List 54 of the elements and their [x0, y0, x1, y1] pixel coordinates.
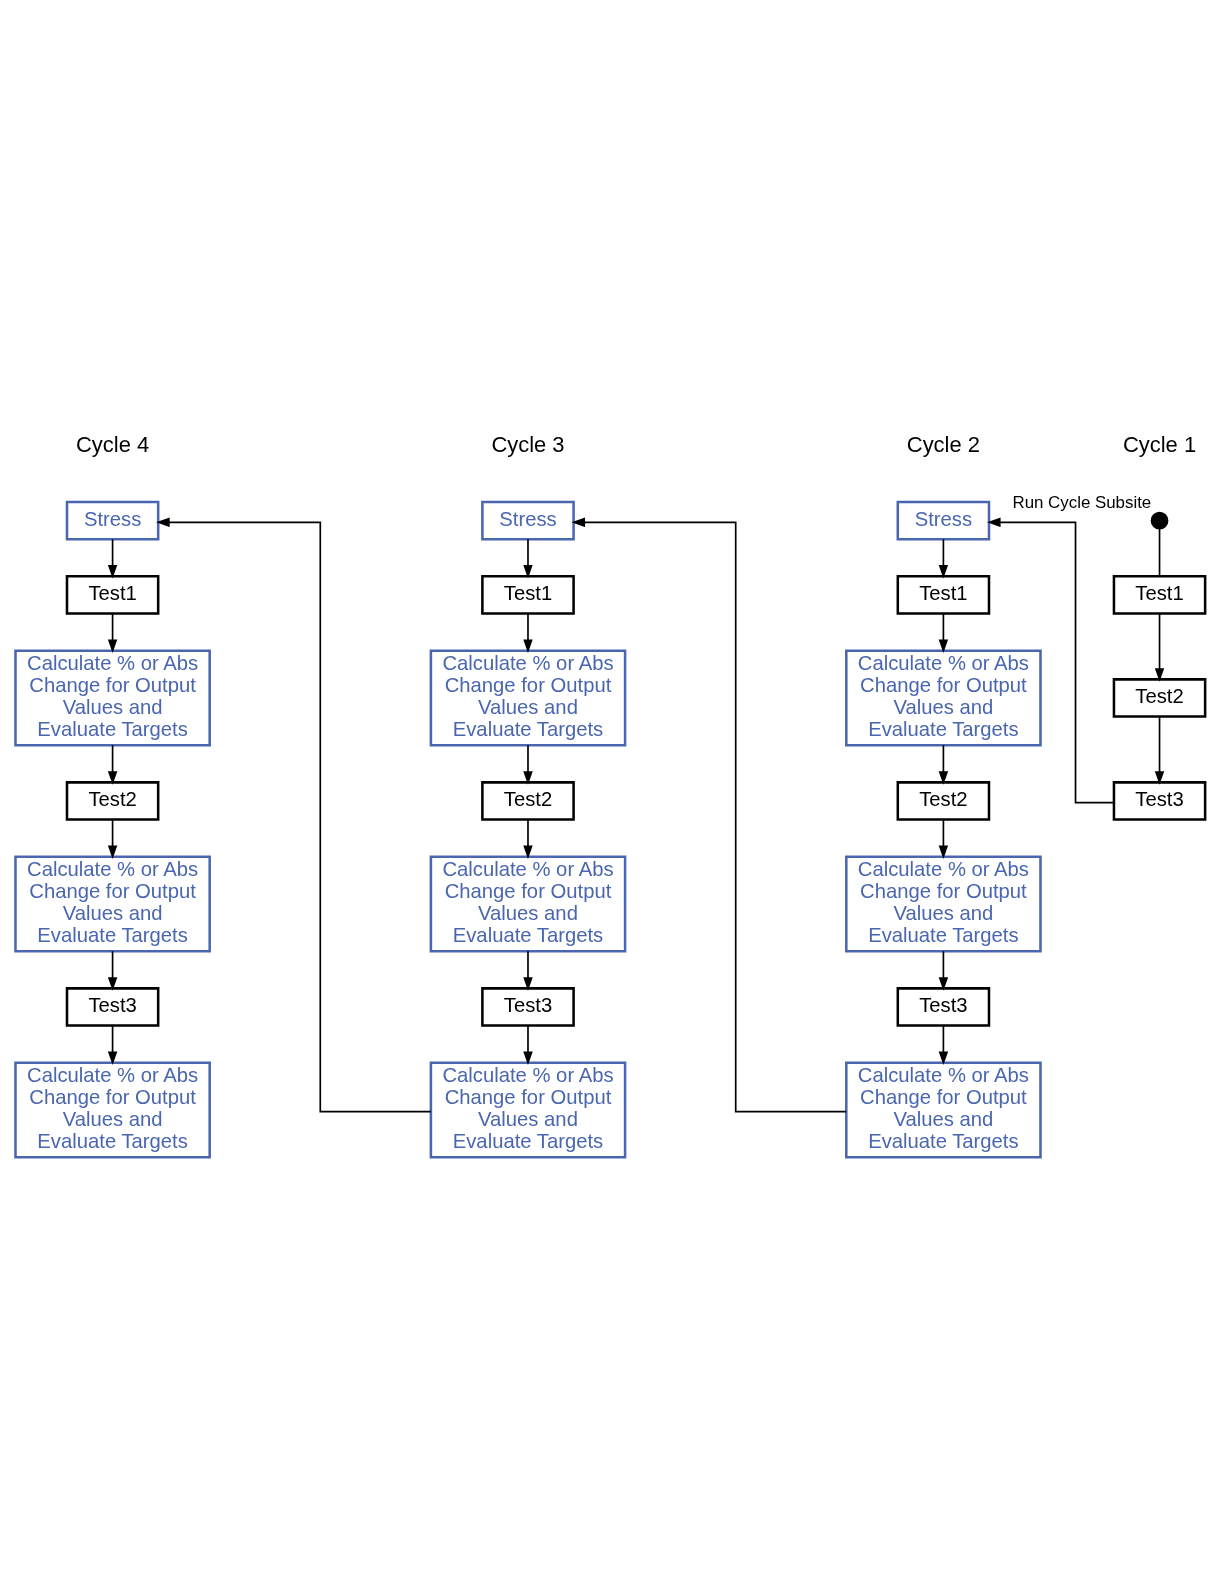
- arrow: [107, 949, 118, 991]
- arrow: [156, 517, 432, 1112]
- node-box: Calculate % or Abs Change for Output Values and Evaluate Targets: [14, 854, 211, 952]
- arrow: [523, 743, 533, 785]
- node-box: Stress: [65, 500, 160, 540]
- arrow: [523, 538, 533, 578]
- node-box: Test1: [1112, 574, 1207, 615]
- arrow: [523, 949, 533, 991]
- arrow: [107, 743, 118, 785]
- arrow: [938, 949, 949, 991]
- arrow: [1154, 612, 1165, 682]
- node-box: Test3: [1112, 780, 1207, 821]
- node-box: Test1: [65, 574, 160, 615]
- arrow: [1154, 715, 1165, 785]
- node-box: Stress: [481, 500, 575, 540]
- node-box: Test3: [65, 986, 160, 1027]
- label: Cycle 1: [1122, 431, 1197, 457]
- node-box: Calculate % or Abs Change for Output Values and Evaluate Targets: [14, 1060, 211, 1158]
- arrow: [523, 612, 533, 653]
- node-box: Stress: [896, 500, 991, 540]
- node-label: Run Cycle Subsite: [1012, 492, 1152, 512]
- arrow: [523, 1024, 533, 1065]
- node-box: Test2: [1112, 677, 1207, 718]
- arrow: [938, 1024, 949, 1065]
- label: Cycle 3: [491, 431, 565, 457]
- arrow: [938, 743, 949, 785]
- node-box: Calculate % or Abs Change for Output Values and Evaluate Targets: [845, 648, 1042, 746]
- label: Cycle 4: [76, 431, 150, 457]
- arrow: [571, 517, 848, 1112]
- node-box: Test2: [65, 780, 160, 821]
- node-box: Calculate % or Abs Change for Output Values and Evaluate Targets: [845, 854, 1042, 952]
- node-box: Calculate % or Abs Change for Output Values and Evaluate Targets: [845, 1060, 1042, 1158]
- node-circle: [1150, 511, 1169, 529]
- arrow: [107, 818, 118, 859]
- node-box: Calculate % or Abs Change for Output Values and Evaluate Targets: [14, 648, 211, 746]
- arrow: [938, 612, 949, 653]
- node-box: Calculate % or Abs Change for Output Values and Evaluate Targets: [429, 648, 627, 746]
- label: Cycle 2: [906, 431, 980, 457]
- arrow: [107, 538, 118, 578]
- node-box: Test1: [896, 574, 991, 615]
- arrow: [938, 818, 949, 859]
- arrow: [107, 1024, 118, 1065]
- node-box: Test2: [896, 780, 991, 821]
- node-box: Test3: [896, 986, 991, 1027]
- node-box: Test1: [481, 574, 575, 615]
- node-box: Test2: [481, 780, 575, 821]
- node-box: Test3: [481, 986, 575, 1027]
- node-box: Calculate % or Abs Change for Output Values and Evaluate Targets: [429, 1060, 627, 1158]
- arrow: [987, 517, 1115, 803]
- node-box: Calculate % or Abs Change for Output Values and Evaluate Targets: [429, 854, 627, 952]
- arrow: [107, 612, 118, 653]
- connector: [1158, 527, 1161, 577]
- arrow: [523, 818, 533, 859]
- arrow: [938, 538, 949, 578]
